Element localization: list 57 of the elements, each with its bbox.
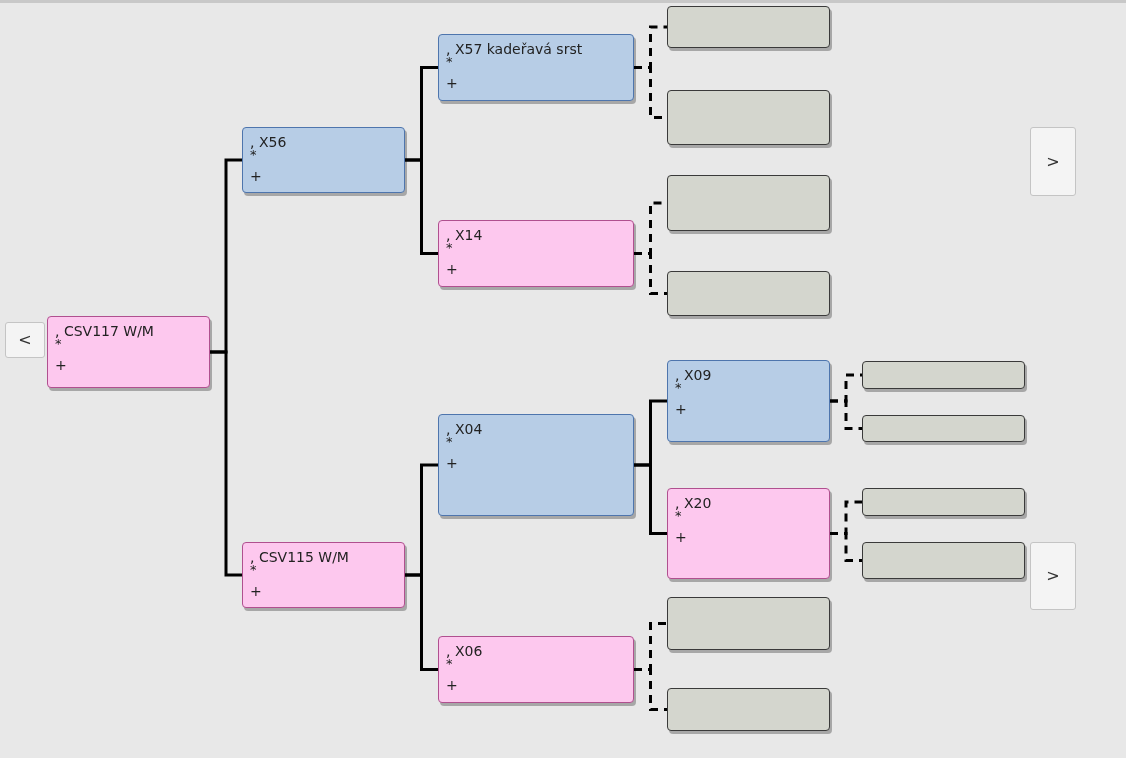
- death-marker: +: [446, 455, 459, 471]
- birth-marker: *: [55, 339, 63, 349]
- death-marker: +: [675, 529, 688, 545]
- person-box: [438, 34, 634, 101]
- death-marker: +: [446, 261, 459, 277]
- connector-line: [634, 252, 667, 295]
- empty-ancestor-box: [667, 175, 830, 231]
- person-box: [47, 316, 210, 388]
- connector-line: [830, 399, 862, 430]
- next-button: >: [1030, 542, 1076, 610]
- person-box: [438, 414, 634, 516]
- empty-ancestor-box: [667, 271, 830, 316]
- birth-marker: *: [250, 565, 258, 575]
- connector-line: [634, 463, 667, 535]
- person-name: , X09: [675, 367, 713, 383]
- connector-line: [634, 668, 667, 711]
- death-marker: +: [55, 357, 68, 373]
- person-name: , X57 kadeřavá srst: [446, 41, 584, 57]
- birth-marker: *: [446, 57, 454, 67]
- person-box: [438, 220, 634, 287]
- empty-ancestor-box: [862, 361, 1025, 389]
- birth-marker: *: [446, 437, 454, 447]
- person-box: [242, 127, 405, 193]
- connector-line: [405, 158, 438, 255]
- person-name: , X20: [675, 495, 713, 511]
- person-name: , X04: [446, 421, 484, 437]
- person-box: [242, 542, 405, 608]
- birth-marker: *: [446, 243, 454, 253]
- birth-marker: *: [675, 511, 683, 521]
- empty-ancestor-box: [862, 542, 1025, 579]
- death-marker: +: [675, 401, 688, 417]
- birth-marker: *: [250, 150, 258, 160]
- person-box: [438, 636, 634, 703]
- death-marker: +: [250, 168, 263, 184]
- birth-marker: *: [675, 383, 683, 393]
- connector-line: [405, 573, 438, 671]
- person-name: , X56: [250, 134, 288, 150]
- empty-ancestor-box: [667, 6, 830, 48]
- empty-ancestor-box: [862, 488, 1025, 516]
- next-button: >: [1030, 127, 1076, 196]
- previous-button: <: [5, 322, 45, 358]
- empty-ancestor-box: [667, 90, 830, 145]
- person-box: [667, 360, 830, 442]
- person-name: , CSV115 W/M: [250, 549, 350, 565]
- person-name: , X06: [446, 643, 484, 659]
- death-marker: +: [446, 677, 459, 693]
- death-marker: +: [446, 75, 459, 91]
- person-box: [667, 488, 830, 579]
- empty-ancestor-box: [862, 415, 1025, 442]
- connector-line: [210, 350, 242, 577]
- empty-ancestor-box: [667, 688, 830, 731]
- birth-marker: *: [446, 659, 454, 669]
- connector-line: [830, 532, 862, 562]
- empty-ancestor-box: [667, 597, 830, 650]
- person-name: , X14: [446, 227, 484, 243]
- death-marker: +: [250, 583, 263, 599]
- person-name: , CSV117 W/M: [55, 323, 155, 339]
